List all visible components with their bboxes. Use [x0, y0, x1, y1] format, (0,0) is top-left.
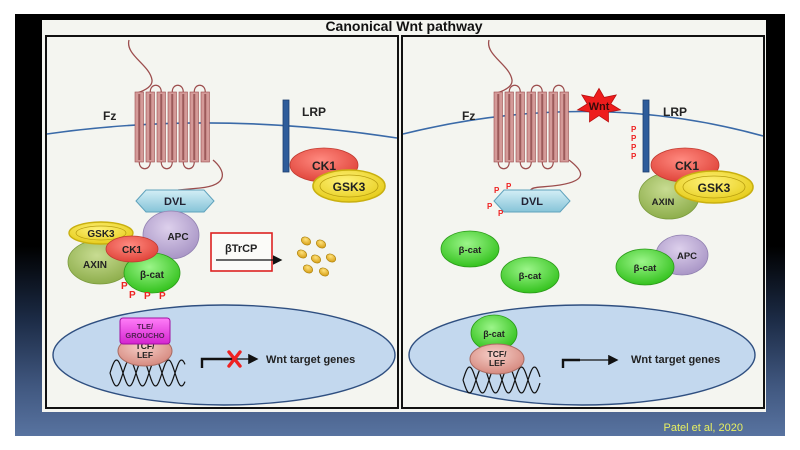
bcat-fragment	[300, 236, 312, 246]
svg-text:LEF: LEF	[137, 350, 153, 360]
tcf-lef-right: TCF/ LEF	[469, 343, 525, 375]
promoter-arrow-right	[561, 358, 580, 368]
lrp-label-left: LRP	[302, 105, 326, 119]
fz-label-left: Fz	[103, 109, 116, 123]
gsk3-membrane-left: GSK3	[312, 169, 386, 203]
svg-text:GSK3: GSK3	[698, 181, 731, 195]
svg-text:GSK3: GSK3	[87, 229, 115, 240]
lrp-phospho-3: P	[631, 143, 637, 152]
svg-text:β-cat: β-cat	[519, 271, 543, 282]
svg-text:CK1: CK1	[122, 245, 142, 256]
bcat-free-3: β-cat	[615, 248, 675, 286]
svg-text:β-cat: β-cat	[459, 245, 483, 256]
blocked-x-icon	[227, 350, 242, 368]
promoter-arrow-left	[200, 357, 232, 368]
svg-text:CK1: CK1	[675, 159, 699, 173]
ck1-left: CK1	[105, 235, 159, 263]
svg-text:AXIN: AXIN	[652, 197, 675, 208]
lrp-phospho-1: P	[631, 125, 637, 134]
svg-text:GROUCHO: GROUCHO	[125, 331, 164, 340]
fz-receptor-left	[128, 39, 223, 191]
svg-text:DVL: DVL	[164, 196, 186, 208]
bcat-fragment	[318, 267, 330, 277]
dna-left	[109, 359, 186, 387]
bcat-fragment	[296, 249, 308, 259]
cell-membrane-left	[46, 122, 398, 139]
bcat-free-1: β-cat	[440, 230, 500, 268]
svg-text:APC: APC	[167, 232, 188, 243]
svg-text:AXIN: AXIN	[83, 260, 107, 271]
svg-text:β-cat: β-cat	[483, 329, 505, 339]
svg-text:LEF: LEF	[489, 358, 505, 368]
dvl-right: DVL	[493, 189, 571, 213]
dvl-left: DVL	[135, 189, 215, 213]
wnt-ligand: Wnt	[576, 87, 622, 123]
right-panel-border	[401, 35, 765, 409]
bcat-fragment	[325, 253, 337, 263]
gsk3-right: GSK3	[674, 170, 754, 204]
svg-text:Wnt: Wnt	[589, 101, 610, 113]
dvl-phospho-3: P	[487, 202, 493, 211]
svg-text:TCF/: TCF/	[136, 341, 156, 351]
btrcp-box: βTrCP	[210, 232, 283, 272]
diagram-title: Canonical Wnt pathway	[325, 18, 482, 34]
svg-text:β-cat: β-cat	[634, 263, 658, 274]
dvl-phospho-4: P	[498, 209, 504, 218]
lrp-phospho-4: P	[631, 152, 637, 161]
target-genes-left: Wnt target genes	[266, 354, 355, 366]
svg-text:DVL: DVL	[521, 196, 543, 208]
citation: Patel et al, 2020	[663, 422, 743, 434]
target-genes-right: Wnt target genes	[631, 354, 720, 366]
svg-text:TCF/: TCF/	[488, 349, 508, 359]
dvl-phospho-2: P	[506, 182, 512, 191]
fz-receptor-right	[488, 39, 582, 192]
phospho-left-1: P	[121, 281, 128, 292]
degraded-bcat-fragments	[296, 236, 337, 277]
lrp-label-right: LRP	[663, 105, 687, 119]
svg-text:APC: APC	[677, 251, 697, 262]
lrp-receptor-right	[642, 99, 650, 173]
left-panel: Fz LRP CK1 GSK3 DVL AXIN APC	[46, 39, 398, 406]
fz-label-right: Fz	[462, 109, 475, 123]
cell-membrane-right	[402, 110, 764, 137]
bcat-fragment	[302, 264, 314, 274]
btrcp-label: βTrCP	[225, 243, 257, 255]
left-panel-border	[45, 35, 399, 409]
dvl-phospho-1: P	[494, 186, 500, 195]
right-panel: Fz Wnt LRP P P P P AXIN CK1 GSK3	[402, 39, 764, 406]
dna-right	[462, 366, 541, 394]
phospho-left-2: P	[129, 290, 136, 301]
svg-text:TLE/: TLE/	[137, 322, 154, 331]
bcat-fragment	[310, 254, 322, 264]
lrp-receptor-left	[282, 99, 290, 173]
phospho-left-3: P	[144, 291, 151, 302]
lrp-phospho-2: P	[631, 134, 637, 143]
destruction-complex-left: AXIN APC GSK3 β-cat CK1 P P P P	[67, 210, 200, 302]
tle-groucho: TLE/ GROUCHO	[119, 317, 171, 345]
phospho-left-4: P	[159, 291, 166, 302]
svg-text:CK1: CK1	[312, 159, 336, 173]
svg-text:β-cat: β-cat	[140, 270, 165, 281]
svg-text:GSK3: GSK3	[333, 180, 366, 194]
bcat-fragment	[315, 239, 327, 249]
bcat-free-2: β-cat	[500, 256, 560, 294]
